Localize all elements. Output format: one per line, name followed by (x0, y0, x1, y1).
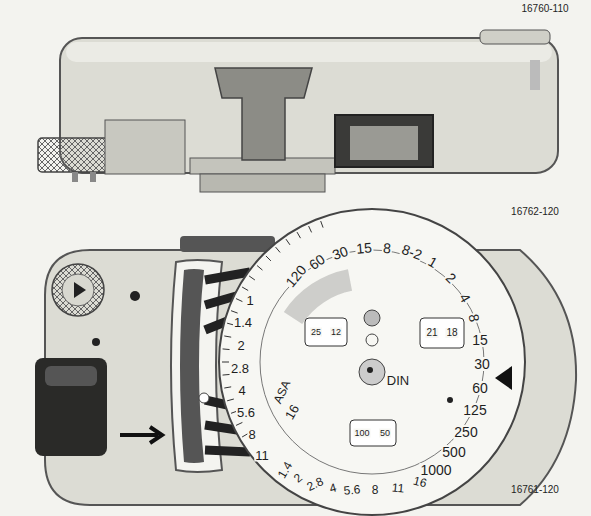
scale-number: 50 (379, 429, 391, 438)
figure-number: 16760-110 (520, 4, 569, 14)
scale-number: 2.8 (230, 362, 250, 375)
scale-number: 15 (471, 333, 489, 347)
scale-number: 250 (453, 425, 478, 439)
scale-number: 11 (390, 481, 405, 494)
scale-tick (257, 266, 262, 270)
scale-number: 25 (310, 328, 322, 337)
scale-number: 8 (371, 484, 380, 496)
scale-tick (297, 232, 301, 238)
scale-tick (321, 221, 323, 228)
scale-number: 1000 (419, 463, 452, 477)
scale-number: 60 (471, 381, 489, 395)
scale-number: 500 (441, 445, 466, 459)
scale-tick (236, 299, 242, 302)
scale-number: 21 (425, 328, 438, 338)
scale-tick (286, 239, 290, 245)
scale-number: 2 (236, 339, 245, 352)
bottom-view (35, 209, 576, 515)
scale-tick (309, 226, 312, 232)
scale-number: 8 (247, 428, 256, 441)
scale-number: 12 (330, 328, 342, 337)
scale-tick (266, 256, 271, 261)
scale-number: 30 (473, 357, 491, 371)
scale-number: 100 (353, 429, 370, 438)
scale-tick (223, 348, 230, 350)
scale-number: 15 (355, 240, 374, 255)
top-view (38, 30, 558, 192)
scale-tick (249, 276, 255, 280)
scale-tick (223, 374, 230, 376)
scale-number: 8 (382, 241, 393, 256)
scale-number: 5.6 (236, 406, 256, 419)
scale-tick (224, 336, 231, 337)
figure-number: 16761-120 (510, 485, 560, 495)
scale-number: 11 (254, 449, 270, 462)
scale-number: 1 (245, 294, 254, 307)
scale-tick (231, 311, 238, 313)
scale-tick (222, 362, 229, 363)
scale-number: 5.6 (342, 483, 362, 497)
scale-number: 4 (237, 384, 246, 397)
figure-number: 16762-120 (510, 207, 560, 217)
scale-number: 1.4 (233, 316, 253, 329)
scale-number: 125 (462, 403, 487, 417)
scale-tick (242, 287, 248, 291)
scale-tick (224, 387, 231, 388)
scale-tick (236, 422, 242, 425)
scale-number: 18 (445, 328, 458, 338)
scale-tick (227, 399, 234, 401)
scale-tick (276, 247, 280, 252)
scale-number: DIN (386, 374, 410, 387)
